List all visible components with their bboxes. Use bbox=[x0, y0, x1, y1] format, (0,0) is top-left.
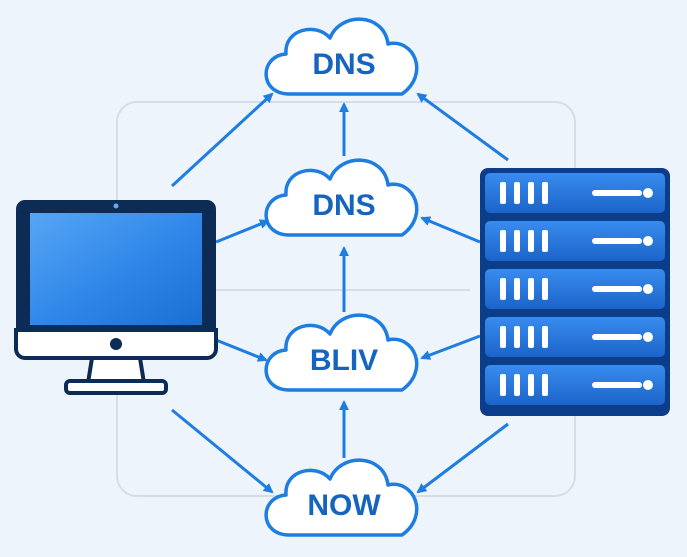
cloud-nodes: DNS DNS BLIV NOW bbox=[264, 17, 419, 537]
server-rack-icon bbox=[480, 168, 670, 416]
arrow-client-to-cloud-bliv bbox=[215, 338, 268, 362]
cloud-dns-top: DNS bbox=[264, 17, 419, 96]
server-unit bbox=[483, 315, 667, 359]
server-unit bbox=[483, 171, 667, 215]
desktop-computer-icon bbox=[14, 200, 218, 395]
arrow-server-to-cloud-bliv bbox=[420, 334, 481, 360]
cloud-dns-middle: DNS bbox=[264, 158, 419, 237]
server-unit bbox=[483, 363, 667, 407]
server-unit bbox=[483, 267, 667, 311]
server-unit bbox=[483, 219, 667, 263]
cloud-label: DNS bbox=[312, 189, 375, 222]
arrow-server-to-cloud-dns-top bbox=[416, 92, 509, 162]
cloud-bliv: BLIV bbox=[264, 313, 419, 392]
cloud-shape bbox=[264, 458, 419, 537]
arrow-server-to-cloud-dns-middle bbox=[420, 216, 481, 244]
arrow-client-to-cloud-dns-middle bbox=[215, 219, 270, 244]
arrow-client-to-cloud-now bbox=[171, 408, 274, 494]
arrow-client-to-cloud-dns-top bbox=[170, 92, 274, 188]
cloud-shape bbox=[264, 17, 419, 96]
cloud-now: NOW bbox=[264, 458, 419, 537]
cloud-label: NOW bbox=[307, 489, 381, 522]
cloud-label: DNS bbox=[312, 48, 375, 81]
connection-arrows bbox=[170, 92, 509, 494]
cloud-label: BLIV bbox=[310, 344, 378, 377]
arrow-server-to-cloud-now bbox=[416, 422, 509, 494]
cloud-shape bbox=[264, 158, 419, 237]
cloud-shape bbox=[264, 313, 419, 392]
